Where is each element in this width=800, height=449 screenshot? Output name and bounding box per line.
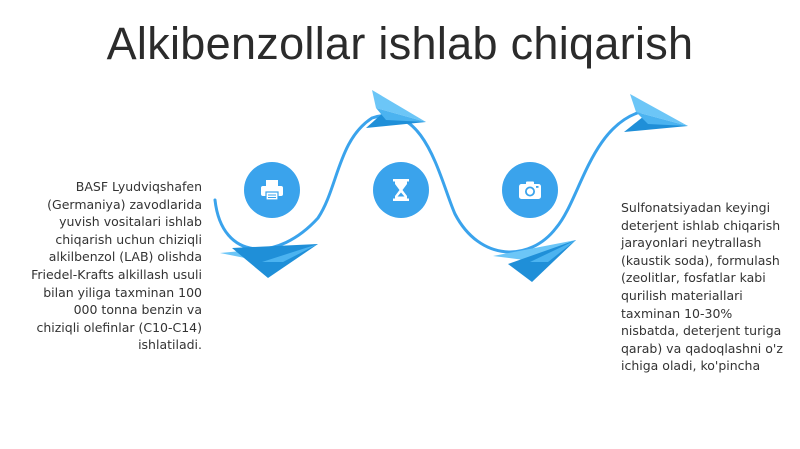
left-description: BASF Lyudviqshafen (Germaniya) zavodlari… — [31, 179, 202, 353]
paper-plane-icon — [624, 94, 688, 132]
hourglass-icon — [393, 179, 409, 201]
printer-circle — [244, 162, 300, 218]
paper-plane-icon — [220, 244, 318, 278]
right-description: Sulfonatsiyadan keyingi deterjent ishlab… — [621, 200, 783, 374]
camera-circle — [502, 162, 558, 218]
paper-plane-icon — [366, 90, 426, 128]
page-title: Alkibenzollar ishlab chiqarish — [106, 18, 694, 69]
paper-plane-icon — [493, 240, 576, 282]
wave-path — [213, 110, 642, 254]
hourglass-circle — [373, 162, 429, 218]
printer-icon — [261, 180, 283, 201]
camera-icon — [519, 181, 541, 199]
